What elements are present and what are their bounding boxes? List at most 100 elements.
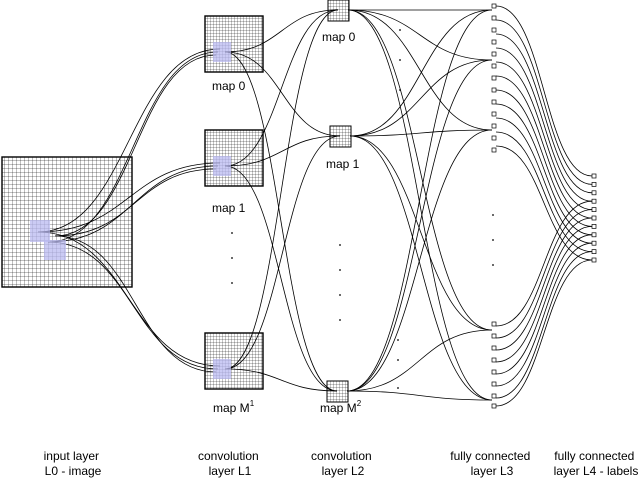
l3-neuron <box>491 87 497 93</box>
l3-neuron <box>491 135 497 141</box>
l2-map-0-label: map 0 <box>322 30 356 44</box>
l1-receptive-field-highlight <box>213 359 231 379</box>
l3-to-l4-connection <box>495 117 593 244</box>
caption-fully-connected-l4: fully connected layer L4 - labels <box>554 449 639 478</box>
l2-ellipsis-dot <box>339 244 341 246</box>
l2-l3-ellipsis-dot <box>399 89 401 91</box>
l2-to-l3-connection <box>347 9 493 131</box>
l2-to-l3-connection <box>347 9 493 331</box>
l3-neuron <box>491 403 497 409</box>
l4-label-neuron <box>591 182 597 187</box>
l1-receptive-field-highlight <box>213 156 231 176</box>
l2-map-1-label: map 1 <box>326 157 360 171</box>
l3-to-l4-connection <box>495 103 593 236</box>
l3-neuron <box>491 15 497 21</box>
l4-label-neuron <box>591 190 597 196</box>
l2-ellipsis-dot <box>339 269 341 271</box>
l2-to-l3-connection <box>346 59 493 392</box>
l3-neuron <box>491 381 497 387</box>
l1-ellipsis-dot <box>231 257 233 259</box>
l4-label-neuron <box>591 240 597 246</box>
l3-to-l4-connection <box>495 131 593 252</box>
l3-to-l4-connection <box>495 242 593 387</box>
l3-to-l4-connection <box>495 234 593 375</box>
l3-neuron <box>491 345 497 351</box>
l4-label-neuron <box>591 173 597 179</box>
l3-to-l4-connection <box>495 251 593 399</box>
l1-ellipsis-dot <box>231 282 233 284</box>
l4-label-neuron <box>591 224 597 229</box>
l3-neuron <box>491 51 497 57</box>
l2-to-l3-connection <box>347 9 493 401</box>
input-image-grid <box>1 156 133 288</box>
l3-neuron <box>491 123 497 129</box>
caption-convolution-l2: convolution layer L2 <box>311 449 375 478</box>
l3-neuron <box>491 369 497 375</box>
caption-convolution-l1: convolution layer L1 <box>198 449 262 478</box>
caption-input-layer: input layer L0 - image <box>44 449 103 478</box>
l2-l3-ellipsis-dot <box>397 387 399 389</box>
l3-ellipsis-dot <box>492 239 494 241</box>
l4-label-neuron <box>591 207 597 212</box>
l2-l3-ellipsis-dot <box>397 359 399 361</box>
l3-neuron <box>491 99 497 105</box>
l2-to-l3-connection <box>346 329 493 392</box>
l1-map-0-label: map 0 <box>212 79 246 93</box>
l2-feature-map <box>329 125 352 148</box>
l3-to-l4-connection <box>495 47 593 202</box>
l3-to-l4-connection <box>495 61 593 210</box>
l4-label-neuron <box>591 249 597 254</box>
l2-ellipsis-dot <box>339 294 341 296</box>
l3-neuron <box>491 333 497 339</box>
l3-to-l4-connection <box>495 19 593 185</box>
l1-ellipsis-dot <box>231 232 233 234</box>
l1-map-1-label: map 1 <box>212 201 246 215</box>
l2-to-l3-connection <box>349 135 493 401</box>
l2-feature-map <box>326 380 349 403</box>
l3-neuron <box>491 393 497 399</box>
l2-to-l3-connection <box>349 129 493 137</box>
input-receptive-field-highlight <box>30 220 50 242</box>
l2-to-l3-connection <box>349 9 493 137</box>
l4-label-neuron <box>591 232 597 238</box>
l1-map-m-label: map M1 <box>213 399 255 415</box>
l3-ellipsis-dot <box>492 214 494 216</box>
l2-to-l3-connection <box>347 9 493 61</box>
l2-feature-map <box>327 0 350 22</box>
l3-neuron <box>491 75 497 81</box>
l3-to-l4-connection <box>495 75 593 219</box>
l2-l3-ellipsis-dot <box>399 29 401 31</box>
l2-to-l3-connection <box>349 135 493 331</box>
caption-fully-connected-l3: fully connected layer L3 <box>450 449 533 478</box>
input-receptive-field-highlight <box>44 240 66 260</box>
l2-to-l3-connection <box>349 59 493 137</box>
l2-l3-ellipsis-dot <box>397 339 399 341</box>
l3-to-l4-connection <box>495 259 593 407</box>
l3-to-l4-connection <box>495 5 593 177</box>
l3-to-l4-connection <box>495 89 593 227</box>
l3-to-l4-connection <box>495 33 593 194</box>
layer-shapes <box>1 0 597 409</box>
l3-to-l4-connection <box>495 200 593 327</box>
l3-neuron <box>491 63 497 69</box>
l1-receptive-field-highlight <box>213 42 231 62</box>
l3-neuron <box>491 147 497 153</box>
l4-label-neuron <box>591 215 597 221</box>
l2-to-l3-connection <box>346 9 493 392</box>
l2-l3-ellipsis-dot <box>399 59 401 61</box>
l3-to-l4-connection <box>495 145 593 261</box>
l3-neuron <box>491 3 497 9</box>
l3-to-l4-connection <box>495 209 593 339</box>
l2-ellipsis-dot <box>339 319 341 321</box>
l4-label-neuron <box>591 257 597 263</box>
l3-neuron <box>491 39 497 45</box>
l3-neuron <box>491 357 497 363</box>
l4-label-neuron <box>591 198 597 204</box>
l3-neuron <box>491 111 497 117</box>
l3-to-l4-connection <box>495 217 593 351</box>
l2-to-l3-connection <box>346 390 493 401</box>
l3-neuron <box>491 321 497 327</box>
l3-neuron <box>491 27 497 33</box>
